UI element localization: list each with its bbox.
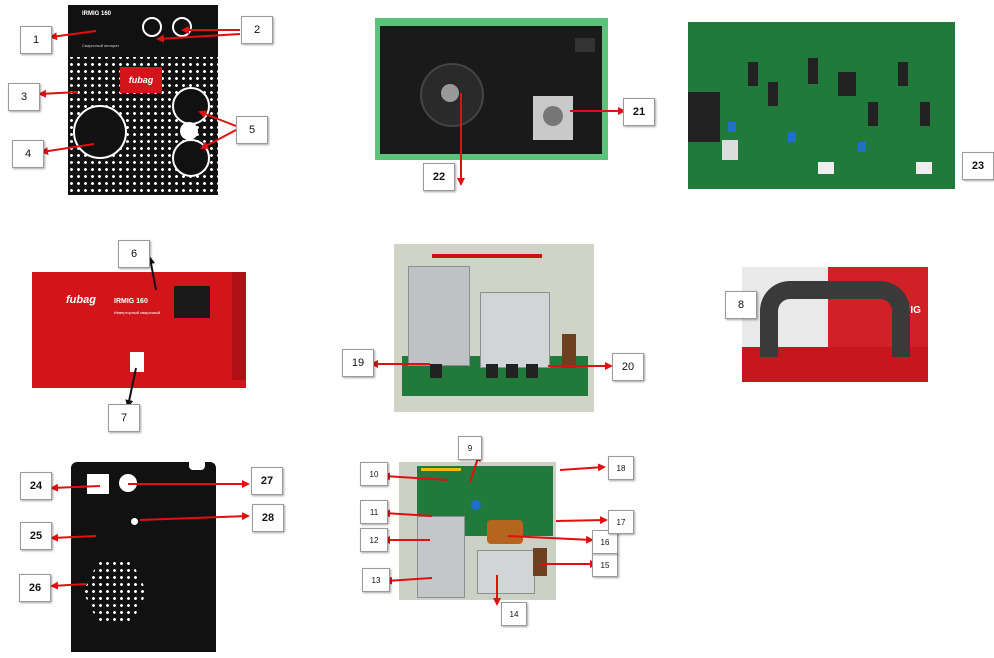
label-8: 8	[725, 291, 757, 319]
front-panel-top: IRMIG 160 Сварочный аппарат	[68, 5, 218, 57]
label-20: 20	[612, 353, 644, 381]
front-socket-mid	[180, 122, 198, 140]
label-7: 7	[108, 404, 140, 432]
label-15: 15	[592, 553, 618, 577]
label-10: 10	[360, 462, 388, 486]
front-panel-model: IRMIG 160	[82, 11, 112, 17]
housing-model: IRMIG 160	[114, 298, 148, 305]
handle-grip	[760, 281, 910, 357]
front-socket-top	[172, 87, 210, 125]
housing-side-photo: fubag IRMIG 160 Инверторный сварочный	[32, 272, 246, 388]
rear-panel-square-hole	[87, 474, 109, 494]
label-16: 16	[592, 530, 618, 554]
front-socket-large	[73, 105, 127, 159]
inverter-board-photo	[399, 462, 556, 600]
label-25: 25	[20, 522, 52, 550]
label-23: 23	[962, 152, 994, 180]
rear-panel-notch	[189, 462, 205, 470]
front-knob-right	[172, 17, 192, 37]
label-24: 24	[20, 472, 52, 500]
label-2: 2	[241, 16, 273, 44]
housing-brand: fubag	[66, 294, 96, 306]
fubag-logo-text: fubag	[128, 75, 154, 85]
front-knob-left	[142, 17, 162, 37]
housing-rating-plate	[174, 286, 210, 318]
arrow-17	[555, 516, 608, 525]
rear-panel-photo	[71, 462, 216, 652]
label-6: 6	[118, 240, 150, 268]
front-socket-bottom	[172, 139, 210, 177]
label-19: 19	[342, 349, 374, 377]
control-board-photo	[688, 22, 955, 189]
label-3: 3	[8, 83, 40, 111]
power-board-photo	[394, 244, 594, 412]
label-9: 9	[458, 436, 482, 460]
housing-switch	[130, 352, 144, 372]
fubag-logo: fubag	[120, 67, 162, 93]
label-5: 5	[236, 116, 268, 144]
label-26: 26	[19, 574, 51, 602]
label-11: 11	[360, 500, 388, 524]
front-panel-subtext: Сварочный аппарат	[82, 43, 120, 48]
label-28: 28	[252, 504, 284, 532]
label-14: 14	[501, 602, 527, 626]
wire-feeder-photo	[375, 18, 608, 160]
label-22: 22	[423, 163, 455, 191]
label-1: 1	[20, 26, 52, 54]
label-12: 12	[360, 528, 388, 552]
label-4: 4	[12, 140, 44, 168]
housing-model-sub: Инверторный сварочный	[114, 310, 161, 315]
arrow-18	[559, 463, 606, 472]
label-27: 27	[251, 467, 283, 495]
front-panel-photo: IRMIG 160 Сварочный аппарат fubag	[68, 5, 218, 195]
rear-panel-small-hole	[131, 518, 138, 525]
handle-photo: IRMIG	[742, 267, 928, 382]
label-21: 21	[623, 98, 655, 126]
rear-panel-round-hole	[119, 474, 137, 492]
label-13: 13	[362, 568, 390, 592]
rear-panel-fan-grille	[83, 560, 147, 624]
label-17: 17	[608, 510, 634, 534]
label-18: 18	[608, 456, 634, 480]
